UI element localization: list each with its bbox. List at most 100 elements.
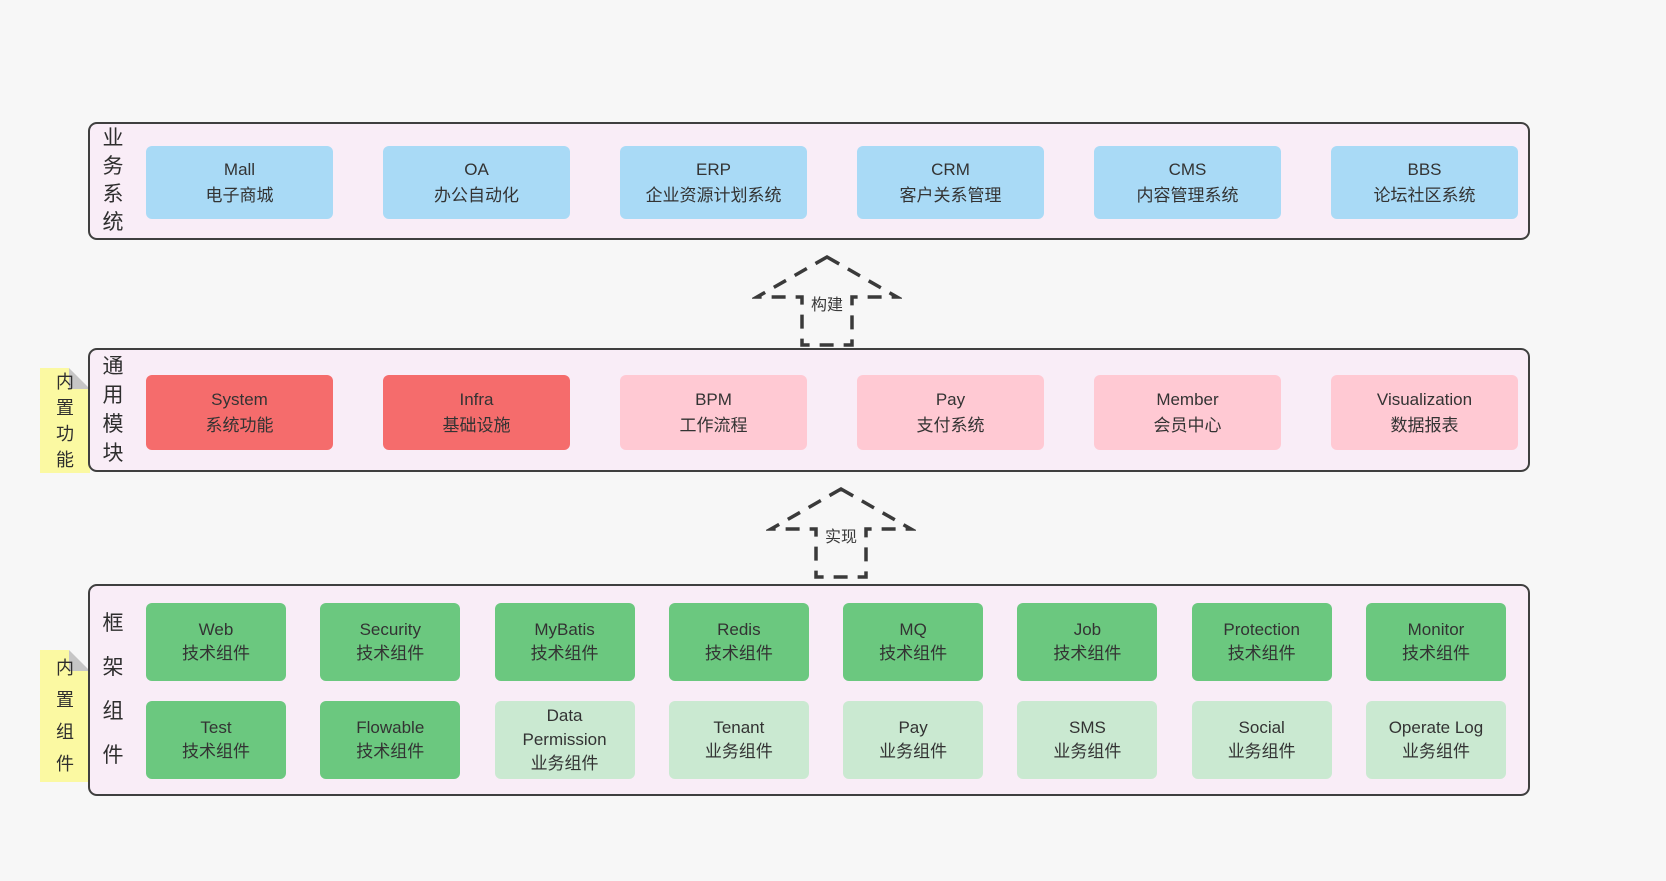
box-operate-log: Operate Log 业务组件 [1365,701,1506,779]
common-modules-panel: 通用模块 System 系统功能 Infra 基础设施 BPM 工作流程 Pay… [88,348,1530,472]
box-title: Test [200,718,232,737]
common-modules-row: System 系统功能 Infra 基础设施 BPM 工作流程 Pay 支付系统… [146,375,1518,450]
box-job: Job 技术组件 [1017,603,1158,681]
box-subtitle: 技术组件 [1227,644,1296,663]
box-bbs: BBS 论坛社区系统 [1331,146,1518,219]
box-title: OA [464,159,489,179]
box-title: Mall [223,159,256,179]
box-flowable: Flowable 技术组件 [320,701,461,779]
box-erp: ERP 企业资源计划系统 [620,146,807,219]
box-redis: Redis 技术组件 [668,603,809,681]
box-title: Visualization [1376,389,1473,409]
box-subtitle: 系统功能 [205,415,274,435]
box-subtitle: 技术组件 [1053,644,1122,663]
box-monitor: Monitor 技术组件 [1365,603,1506,681]
box-tenant: Tenant 业务组件 [668,701,809,779]
box-subtitle: 业务组件 [1053,742,1122,761]
box-subtitle: 企业资源计划系统 [645,185,782,205]
box-mybatis: MyBatis 技术组件 [494,603,635,681]
box-subtitle: 工作流程 [679,415,748,435]
box-subtitle: 基础设施 [442,415,511,435]
box-subtitle: 技术组件 [356,644,425,663]
box-title: Protection [1223,620,1300,639]
box-subtitle: 支付系统 [916,415,985,435]
box-sms: SMS 业务组件 [1017,701,1158,779]
box-title: MyBatis [534,620,595,639]
box-protection: Protection 技术组件 [1191,603,1332,681]
note-built-in-components: 内置组件 [40,650,90,782]
framework-components-label: 框架组件 [102,612,124,767]
box-web: Web 技术组件 [146,603,286,681]
box-subtitle: 技术组件 [1401,644,1470,663]
note-text: 内置组件 [56,658,74,774]
box-pay: Pay 支付系统 [857,375,1044,450]
box-crm: CRM 客户关系管理 [857,146,1044,219]
framework-components-panel: 框架组件 Web 技术组件 Security 技术组件 MyBatis 技术组件… [88,584,1530,796]
implement-arrow-label: 实现 [821,522,861,548]
box-subtitle: 数据报表 [1390,415,1459,435]
implement-arrow: 实现 [766,486,916,580]
box-title: Security [359,620,421,639]
box-subtitle: 技术组件 [879,644,948,663]
folded-corner-icon [69,368,90,389]
box-subtitle: 技术组件 [182,742,250,761]
box-subtitle: 客户关系管理 [899,185,1002,205]
box-title: Flowable [356,718,425,737]
box-test: Test 技术组件 [146,701,286,779]
box-pay-biz: Pay 业务组件 [843,701,984,779]
box-title: Tenant [713,718,765,737]
box-security: Security 技术组件 [320,603,461,681]
business-systems-row: Mall 电子商城 OA 办公自动化 ERP 企业资源计划系统 CRM 客户关系… [146,146,1518,219]
box-title: System [211,389,268,409]
box-subtitle: 业务组件 [530,754,599,773]
box-title: Data Permission [522,706,607,749]
box-subtitle: 技术组件 [356,742,425,761]
box-subtitle: 业务组件 [704,742,773,761]
box-social: Social 业务组件 [1191,701,1332,779]
box-title: Job [1073,620,1102,639]
box-title: CMS [1168,159,1207,179]
box-title: BBS [1407,159,1442,179]
folded-corner-icon [69,650,90,671]
box-title: MQ [899,620,927,639]
box-title: CRM [931,159,970,179]
box-title: Infra [459,389,494,409]
box-title: SMS [1068,718,1106,737]
box-title: Web [198,620,234,639]
business-systems-label: 业务系统 [102,127,124,234]
box-title: ERP [696,159,731,179]
build-arrow: 构建 [752,254,902,348]
framework-components-row-1: Web 技术组件 Security 技术组件 MyBatis 技术组件 Redi… [146,603,1506,681]
box-data-permission: Data Permission 业务组件 [494,701,635,779]
box-subtitle: 业务组件 [1227,742,1296,761]
common-modules-label: 通用模块 [102,355,124,465]
box-subtitle: 办公自动化 [434,185,519,205]
box-member: Member 会员中心 [1094,375,1281,450]
box-visualization: Visualization 数据报表 [1331,375,1518,450]
box-title: Pay [935,389,966,409]
box-subtitle: 论坛社区系统 [1373,185,1476,205]
box-subtitle: 技术组件 [530,644,599,663]
box-subtitle: 技术组件 [182,644,250,663]
box-title: Monitor [1407,620,1465,639]
box-title: Social [1238,718,1285,737]
box-subtitle: 电子商城 [205,185,274,205]
business-systems-panel: 业务系统 Mall 电子商城 OA 办公自动化 ERP 企业资源计划系统 CRM… [88,122,1530,240]
up-block-arrow-icon [766,486,916,579]
box-bpm: BPM 工作流程 [620,375,807,450]
build-arrow-label: 构建 [807,290,847,316]
box-system: System 系统功能 [146,375,333,450]
up-block-arrow-icon [752,254,902,347]
note-text: 内置功能 [56,371,74,470]
box-subtitle: 业务组件 [879,742,948,761]
box-subtitle: 内容管理系统 [1136,185,1239,205]
box-subtitle: 技术组件 [704,644,773,663]
box-title: Operate Log [1388,718,1484,737]
box-title: BPM [695,389,732,409]
note-built-in-features: 内置功能 [40,368,90,473]
box-title: Pay [898,718,928,737]
box-subtitle: 业务组件 [1401,742,1470,761]
box-mq: MQ 技术组件 [843,603,984,681]
box-subtitle: 会员中心 [1153,415,1222,435]
box-oa: OA 办公自动化 [383,146,570,219]
